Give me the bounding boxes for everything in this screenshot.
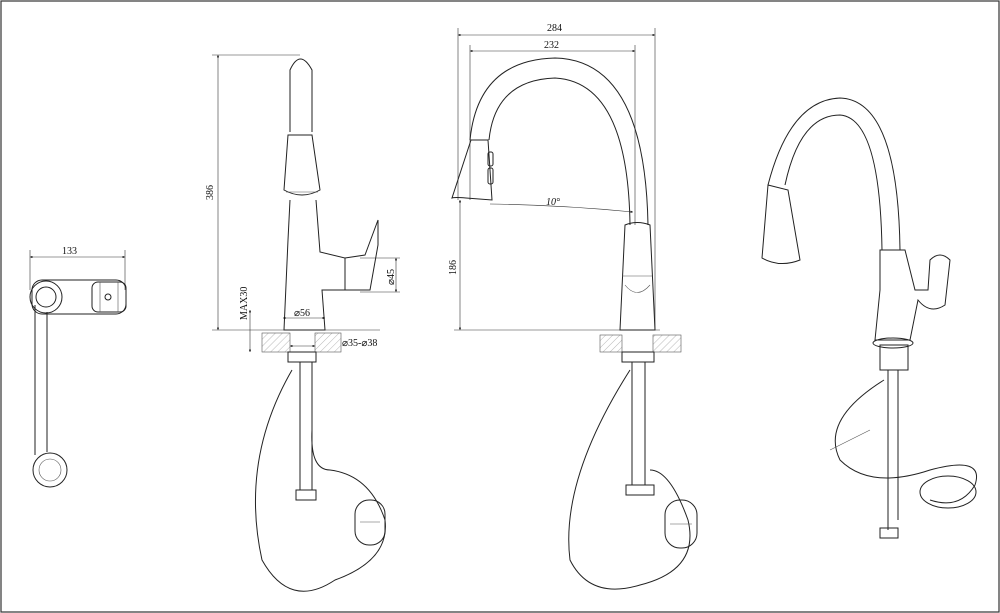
dim-base-diameter: ⌀56 <box>294 308 310 319</box>
dim-hole-diameter: ⌀35-⌀38 <box>342 338 377 349</box>
side-view: 386 ⌀45 ⌀56 MAX30 ⌀35-⌀38 <box>205 54 400 592</box>
front-view: 284 232 10° 186 <box>448 23 698 590</box>
dim-spout-height: 186 <box>448 260 459 275</box>
dim-max-deck: MAX30 <box>239 287 250 320</box>
dim-total-height: 386 <box>205 185 216 200</box>
perspective-view <box>761 97 977 539</box>
dim-handle-diameter: ⌀45 <box>386 269 397 285</box>
dim-top-width: 133 <box>62 246 77 257</box>
dim-spray-angle: 10° <box>546 197 560 208</box>
dim-spout-reach: 232 <box>544 40 559 51</box>
top-view: 133 <box>29 246 127 488</box>
dim-overall-reach: 284 <box>547 23 562 34</box>
